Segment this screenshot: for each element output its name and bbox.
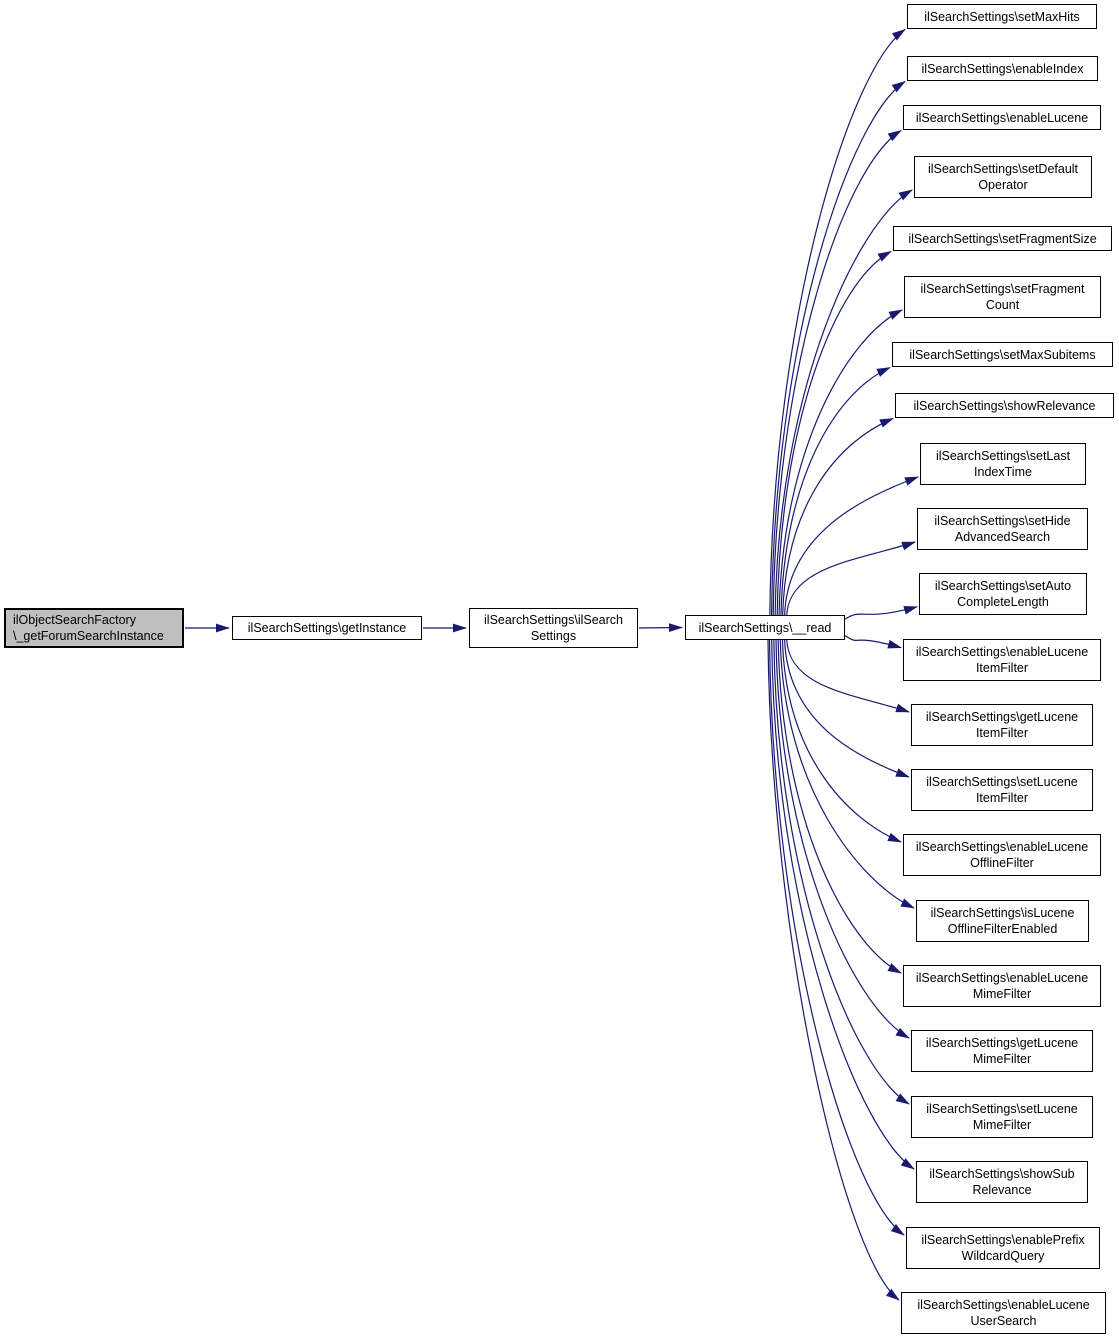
node-label-line: ilSearchSettings\__read	[698, 620, 832, 635]
edge-read-to-showSubRelevance	[771, 639, 915, 1170]
node-label-line: Count	[985, 298, 1020, 312]
edge-read-to-enableLuceneOfflineFilter	[781, 639, 902, 843]
node-getInstance[interactable]: ilSearchSettings\getInstance	[232, 616, 422, 640]
node-root: ilObjectSearchFactory \_getForumSearchIns…	[4, 608, 184, 648]
node-label-line: MimeFilter	[972, 987, 1032, 1001]
node-label-line: ilObjectSearchFactory	[13, 613, 136, 627]
node-label-line: Operator	[978, 178, 1028, 192]
edge-ilSearchSettings-to-read	[638, 623, 683, 633]
node-label-line: ilSearchSettings\setMaxHits	[924, 9, 1080, 24]
edge-read-to-enableLuceneUserSearch	[767, 639, 900, 1301]
node-label-line: MimeFilter	[972, 1118, 1032, 1132]
node-label-line: ilSearchSettings\enableLucene	[915, 645, 1089, 659]
edge-read-to-setAutoCompleteLength	[844, 605, 918, 620]
edge-read-to-setFragmentSize	[776, 250, 892, 616]
node-label-line: ItemFilter	[975, 661, 1029, 675]
node-label-line: ilSearchSettings\isLucene	[930, 906, 1075, 920]
node-label-line: ilSearchSettings\setLucene	[926, 1102, 1078, 1116]
node-label-line: ilSearchSettings\showSub	[929, 1167, 1075, 1181]
edge-read-to-setLuceneMimeFilter	[773, 639, 910, 1105]
node-label-line: Relevance	[972, 1183, 1032, 1197]
node-label-line: ilSearchSettings\setMaxSubitems	[909, 347, 1096, 362]
node-label-line: ilSearchSettings\setDefault	[927, 162, 1079, 176]
node-label-line: ilSearchSettings\setLucene	[926, 775, 1078, 789]
edge-read-to-enableLuceneMimeFilter	[777, 639, 902, 974]
edge-read-to-setDefaultOperator	[774, 189, 913, 616]
edge-read-to-getLuceneItemFilter	[786, 639, 910, 713]
node-label-line: ItemFilter	[975, 791, 1029, 805]
node-label-line: ilSearchSettings\setFragment	[920, 282, 1085, 296]
node-label-line: ilSearchSettings\getLucene	[925, 1036, 1079, 1050]
edge-read-to-setLastIndexTime	[784, 476, 919, 616]
node-label-line: ItemFilter	[975, 726, 1029, 740]
edge-read-to-getLuceneMimeFilter	[775, 639, 910, 1039]
edge-read-to-showRelevance	[782, 417, 894, 616]
edge-read-to-enableIndex	[770, 80, 906, 616]
node-setMaxSubitems[interactable]: ilSearchSettings\setMaxSubitems	[892, 342, 1113, 367]
edge-read-to-setMaxSubitems	[780, 366, 891, 616]
node-label-line: IndexTime	[974, 465, 1032, 479]
node-enableLucene[interactable]: ilSearchSettings\enableLucene	[903, 105, 1101, 130]
node-label-line: WildcardQuery	[961, 1249, 1045, 1263]
node-setFragmentSize[interactable]: ilSearchSettings\setFragmentSize	[893, 226, 1112, 251]
node-label-line: Settings	[530, 629, 577, 643]
node-label-line: ilSearchSettings\enableLucene	[915, 110, 1089, 125]
node-label-line: ilSearchSettings\getInstance	[247, 621, 407, 635]
edge-read-to-setMaxHits	[769, 28, 906, 616]
node-label-line: \_getForumSearchInstance	[13, 629, 164, 643]
node-label-line: ilSearchSettings\enablePrefix	[921, 1233, 1085, 1247]
node-read[interactable]: ilSearchSettings\__read	[685, 615, 845, 640]
node-showRelevance[interactable]: ilSearchSettings\showRelevance	[895, 393, 1114, 418]
node-label-line: ilSearchSettings\ilSearch	[484, 613, 623, 627]
node-label-line: CompleteLength	[957, 595, 1049, 609]
node-enableIndex[interactable]: ilSearchSettings\enableIndex	[907, 56, 1098, 81]
edge-read-to-isLuceneOfflineFilterEnabled	[779, 639, 915, 909]
edge-read-to-enablePrefixWildcardQuery	[768, 639, 905, 1236]
node-label-line: ilSearchSettings\getLucene	[925, 710, 1079, 724]
node-label-line: ilSearchSettings\enableLucene	[917, 1298, 1090, 1312]
edge-read-to-setHideAdvancedSearch	[786, 541, 916, 616]
node-label-line: ilSearchSettings\setLast	[935, 449, 1071, 463]
node-label-line: ilSearchSettings\enableLucene	[915, 840, 1089, 854]
node-label-line: AdvancedSearch	[954, 530, 1051, 544]
node-label-line: OfflineFilterEnabled	[947, 922, 1058, 936]
node-setMaxHits[interactable]: ilSearchSettings\setMaxHits	[907, 4, 1097, 29]
node-label-line: ilSearchSettings\setFragmentSize	[908, 231, 1097, 246]
node-label-line: MimeFilter	[972, 1052, 1032, 1066]
edge-read-to-enableLuceneItemFilter	[844, 635, 902, 649]
node-label-line: ilSearchSettings\showRelevance	[913, 398, 1096, 413]
node-label-line: ilSearchSettings\setHide	[934, 514, 1071, 528]
edge-read-to-enableLucene	[772, 129, 902, 616]
edge-read-to-setFragmentCount	[778, 309, 903, 616]
edge-read-to-setLuceneItemFilter	[784, 639, 910, 778]
node-label-line: ilSearchSettings\enableIndex	[921, 61, 1084, 76]
node-label-line: ilSearchSettings\setAuto	[934, 579, 1072, 593]
node-label-line: ilSearchSettings\enableLucene	[915, 971, 1089, 985]
node-label-line: OfflineFilter	[970, 856, 1034, 870]
node-label-line: UserSearch	[970, 1314, 1037, 1328]
